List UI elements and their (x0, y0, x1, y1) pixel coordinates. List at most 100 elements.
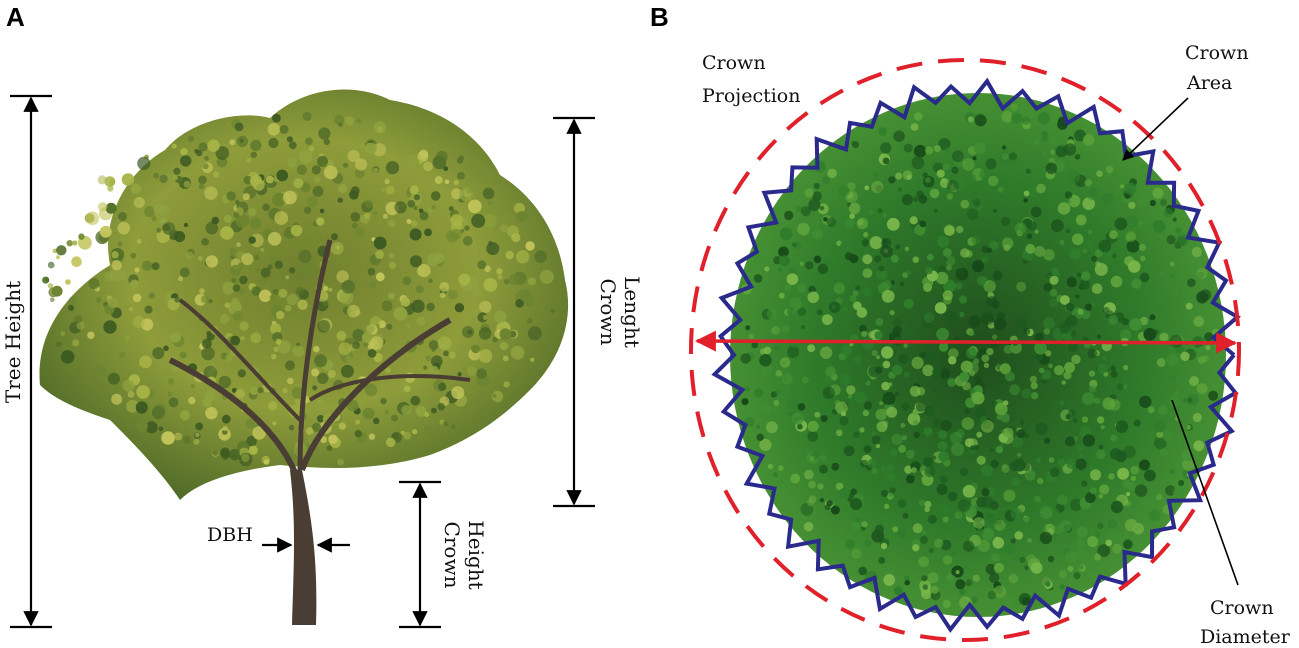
top-leaf-cluster (933, 145, 941, 153)
top-leaf-cluster (864, 185, 870, 191)
top-leaf-cluster (1014, 531, 1024, 540)
side-leaf-cluster (76, 321, 85, 330)
top-leaf-cluster (872, 222, 878, 227)
top-leaf-cluster (1130, 466, 1139, 475)
top-leaf-cluster (827, 168, 837, 179)
top-leaf-cluster (955, 579, 966, 590)
side-leaf-cluster (279, 124, 289, 134)
top-leaf-cluster (973, 444, 980, 451)
top-leaf-cluster (880, 142, 892, 154)
top-leaf-cluster (903, 371, 910, 378)
top-leaf-cluster (852, 290, 859, 297)
side-leaf-cluster (275, 338, 282, 345)
top-leaf-cluster (1009, 384, 1021, 396)
top-leaf-cluster (959, 371, 970, 383)
side-leaf-cluster (115, 269, 127, 281)
top-leaf-cluster (1128, 260, 1141, 273)
side-leaf-cluster (328, 434, 338, 445)
top-leaf-cluster (976, 528, 985, 536)
side-leaf-cluster (383, 213, 388, 219)
top-leaf-cluster (1140, 180, 1145, 185)
top-leaf-cluster (875, 524, 884, 534)
top-leaf-cluster (889, 310, 895, 316)
side-leaf-cluster (305, 427, 314, 435)
side-leaf-cluster (111, 393, 123, 405)
top-leaf-cluster (991, 334, 998, 340)
side-leaf-cluster (68, 296, 78, 305)
top-leaf-cluster (1003, 489, 1016, 502)
top-leaf-cluster (981, 496, 994, 509)
top-leaf-cluster (797, 222, 810, 236)
top-leaf-cluster (1201, 355, 1209, 363)
top-leaf-cluster (913, 144, 927, 158)
side-leaf-cluster (287, 158, 297, 168)
top-leaf-cluster (753, 254, 765, 265)
side-leaf-cluster (317, 155, 328, 167)
side-leaf-cluster (198, 183, 205, 190)
top-leaf-cluster (1082, 248, 1088, 254)
top-leaf-cluster (797, 403, 806, 411)
side-leaf-cluster (364, 212, 371, 219)
side-leaf-cluster (346, 399, 359, 412)
top-leaf-cluster (807, 291, 820, 304)
side-leaf-cluster (464, 225, 470, 231)
side-leaf-cluster (117, 241, 123, 247)
top-leaf-cluster (913, 431, 920, 438)
top-leaf-cluster (834, 400, 841, 406)
top-leaf-cluster (1156, 431, 1164, 438)
top-leaf-cluster (946, 193, 954, 200)
top-leaf-cluster (1149, 314, 1156, 321)
top-leaf-cluster (869, 236, 883, 250)
side-leaf-cluster (139, 355, 152, 369)
top-leaf-cluster (778, 255, 791, 267)
top-leaf-cluster (939, 475, 948, 484)
crown-projection-label-line2: Projection (702, 85, 800, 107)
top-leaf-cluster (1172, 217, 1177, 222)
side-leaf-cluster (240, 336, 245, 341)
top-leaf-cluster (1030, 206, 1042, 218)
top-leaf-cluster (777, 267, 783, 272)
side-leaf-cluster (235, 200, 240, 205)
side-leaf-cluster (282, 388, 288, 394)
top-leaf-cluster (1077, 538, 1085, 547)
side-leaf-cluster (336, 270, 349, 283)
side-leaf-cluster (338, 422, 346, 430)
top-leaf-cluster (1101, 193, 1114, 206)
top-leaf-cluster (1039, 531, 1053, 545)
side-leaf-cluster (326, 445, 333, 452)
top-leaf-cluster (797, 423, 803, 430)
side-leaf-cluster (98, 202, 108, 212)
side-leaf-cluster (413, 205, 418, 211)
side-leaf-cluster (412, 429, 418, 435)
top-leaf-cluster (961, 417, 975, 430)
top-leaf-cluster (1053, 365, 1065, 376)
side-leaf-cluster (288, 404, 302, 418)
side-leaf-cluster (248, 445, 258, 455)
side-leaf-cluster (245, 418, 255, 429)
top-leaf-cluster (759, 354, 772, 367)
top-leaf-cluster (775, 370, 783, 377)
side-leaf-cluster (312, 385, 318, 391)
top-leaf-cluster (1079, 279, 1090, 290)
top-leaf-cluster (1045, 162, 1058, 175)
top-leaf-cluster (748, 333, 754, 340)
top-leaf-cluster (773, 344, 781, 351)
top-leaf-cluster (844, 218, 855, 229)
top-leaf-cluster (1109, 230, 1118, 240)
top-leaf-cluster (933, 208, 938, 213)
top-leaf-cluster (820, 454, 827, 461)
side-leaf-cluster (267, 264, 273, 270)
top-leaf-cluster (923, 427, 933, 437)
side-leaf-cluster (550, 308, 555, 314)
side-leaf-cluster (231, 297, 240, 306)
top-leaf-cluster (985, 515, 998, 527)
side-leaf-cluster (411, 220, 418, 227)
top-leaf-cluster (778, 246, 789, 258)
top-leaf-cluster (919, 220, 927, 228)
side-leaf-cluster (174, 297, 181, 303)
side-leaf-cluster (431, 347, 436, 352)
top-leaf-cluster (1159, 448, 1168, 457)
top-leaf-cluster (1050, 149, 1056, 155)
top-leaf-cluster (835, 482, 844, 491)
top-leaf-cluster (1044, 437, 1051, 444)
